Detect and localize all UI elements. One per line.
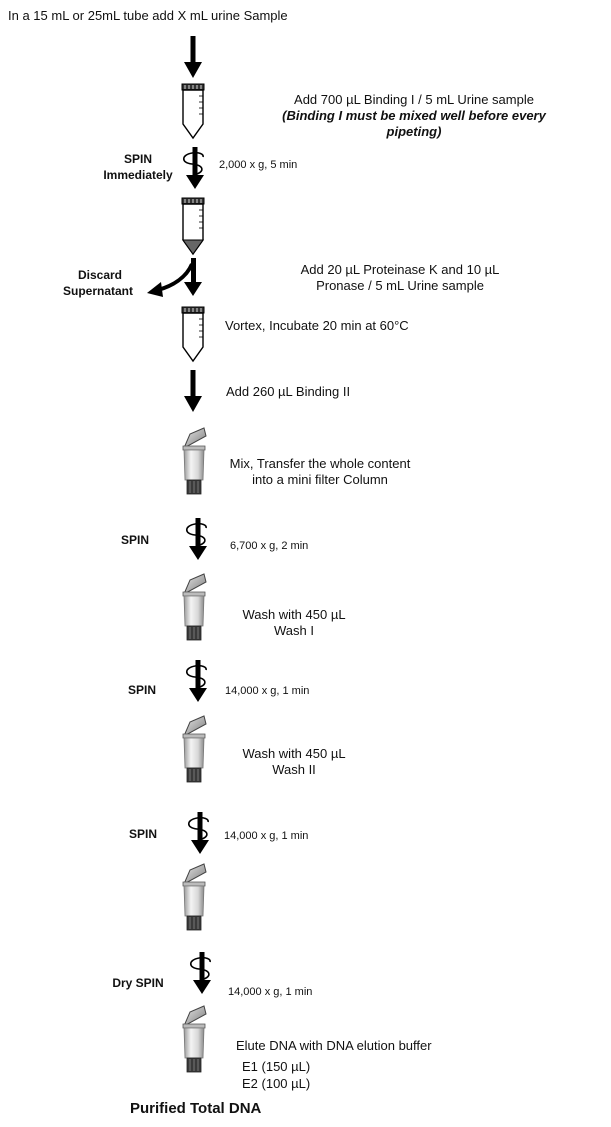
spin4-label: SPIN (128, 827, 157, 841)
arrow-1 (184, 36, 202, 78)
spin1-sublabel: Immediately (103, 168, 173, 182)
header-instruction: In a 15 mL or 25mL tube add X mL urine S… (8, 8, 288, 23)
discard-arrow-icon (147, 258, 202, 297)
column-wash2-icon (182, 715, 207, 783)
column-wash1-icon (182, 573, 207, 641)
supernatant-label: Supernatant (62, 284, 133, 298)
binding2-step: Add 260 µL Binding II (226, 384, 351, 399)
protk-line2: Pronase / 5 mL Urine sample (316, 278, 484, 293)
binding1-line2: (Binding I must be mixed well before eve… (282, 108, 546, 123)
column-elute-icon (182, 1005, 207, 1073)
wash1-line2: Wash I (274, 623, 314, 638)
spin2-condition: 6,700 x g, 2 min (230, 540, 309, 552)
spin1-label: SPIN (123, 152, 152, 166)
spin-arrow-5-icon (189, 951, 212, 995)
binding1-line3: pipeting) (386, 124, 442, 139)
binding1-line1: Add 700 µL Binding I / 5 mL Urine sample (294, 92, 534, 107)
column-dry-icon (182, 863, 207, 931)
tube-pellet-icon (181, 197, 205, 255)
elute-line2: E1 (150 µL) (242, 1059, 311, 1074)
spin1-condition: 2,000 x g, 5 min (219, 159, 298, 171)
spin4-condition: 14,000 x g, 1 min (224, 830, 309, 842)
wash2-line1: Wash with 450 µL (242, 746, 346, 761)
spin-arrow-4-icon (187, 811, 210, 855)
final-product: Purified Total DNA (130, 1100, 262, 1117)
spin3-label: SPIN (127, 683, 156, 697)
discard-label: Discard (77, 268, 123, 282)
spin2-label: SPIN (120, 533, 149, 547)
spin-arrow-3-icon (185, 659, 208, 703)
wash1-line1: Wash with 450 µL (242, 607, 346, 622)
spin3-condition: 14,000 x g, 1 min (225, 685, 310, 697)
spin-arrow-2-icon (185, 517, 208, 561)
arrow-2 (184, 370, 202, 412)
transfer-line1: Mix, Transfer the whole content (229, 456, 411, 471)
elute-line1: Elute DNA with DNA elution buffer (236, 1038, 432, 1053)
column-load-icon (182, 427, 207, 495)
vortex-step: Vortex, Incubate 20 min at 60°C (225, 318, 409, 333)
tube-digest-icon (181, 306, 205, 362)
dryspin-condition: 14,000 x g, 1 min (228, 986, 313, 998)
tube-sample-icon (181, 83, 205, 139)
dryspin-label: Dry SPIN (112, 976, 164, 990)
elute-line3: E2 (100 µL) (242, 1076, 311, 1091)
protk-line1: Add 20 µL Proteinase K and 10 µL (300, 262, 500, 277)
spin-arrow-icon (182, 146, 205, 190)
wash2-line2: Wash II (272, 762, 316, 777)
transfer-line2: into a mini filter Column (252, 472, 388, 487)
